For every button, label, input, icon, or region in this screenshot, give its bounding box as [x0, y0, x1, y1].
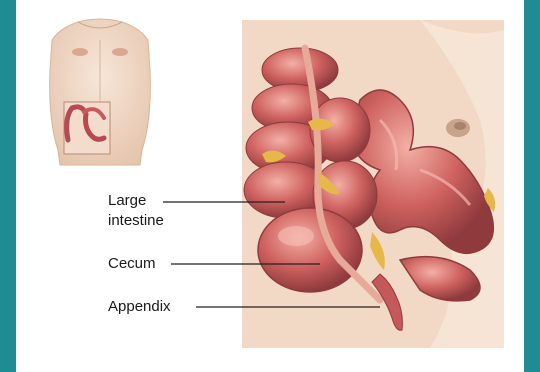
label-large-intestine-line2: intestine — [108, 212, 164, 230]
cecum — [258, 208, 362, 292]
label-appendix: Appendix — [108, 298, 171, 316]
label-large-intestine-line1: Large — [108, 192, 146, 210]
torso-figure — [50, 19, 151, 165]
label-cecum: Cecum — [108, 255, 156, 273]
